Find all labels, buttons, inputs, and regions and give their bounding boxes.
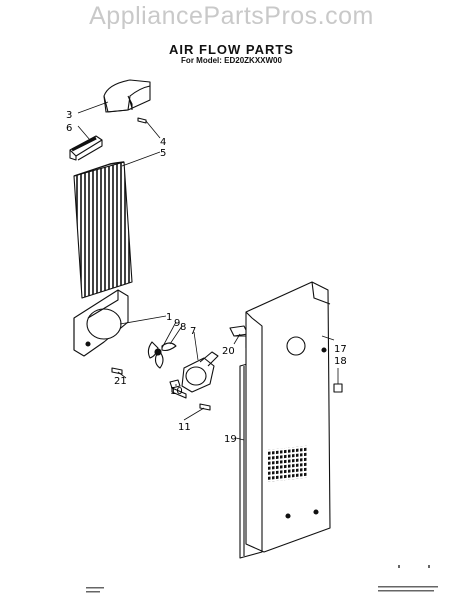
callout-21: 21 [114, 376, 127, 387]
grommet-part-10 [169, 379, 181, 389]
screw-part-21 [111, 367, 123, 375]
watermark: AppliancePartsPros.com [89, 2, 374, 30]
page-title: AIR FLOW PARTS [169, 42, 294, 57]
leader-lines [77, 101, 339, 441]
callout-3: 3 [66, 110, 72, 121]
callout-11: 11 [178, 422, 191, 433]
footer-marks [86, 565, 438, 593]
fan-blade-part [147, 341, 177, 369]
screw-part-18 [333, 383, 343, 393]
duct-cover-part [103, 79, 151, 113]
model-subtitle: For Model: ED20ZKXXW00 [181, 56, 282, 65]
screw-part-4 [137, 117, 147, 124]
callout-20: 20 [222, 346, 235, 357]
callout-6: 6 [66, 123, 72, 134]
callout-7: 7 [190, 326, 196, 337]
callout-4: 4 [160, 137, 166, 148]
evaporator-cover-part [73, 161, 133, 299]
rear-panel-part [245, 281, 331, 553]
callout-1: 1 [166, 312, 172, 323]
callout-10: 10 [170, 386, 183, 397]
callout-19: 19 [224, 434, 237, 445]
callout-8: 8 [180, 322, 186, 333]
callout-5: 5 [160, 148, 166, 159]
fan-motor-part [171, 351, 219, 399]
grille-insert-part [69, 135, 103, 161]
callout-9: 9 [174, 318, 180, 329]
callout-labels: 3 6 4 5 1 9 8 7 20 17 18 21 10 11 19 [66, 110, 347, 445]
gasket-part-20 [229, 325, 249, 348]
callout-18: 18 [334, 356, 347, 367]
fan-shroud-part [73, 289, 129, 357]
callout-17: 17 [334, 344, 347, 355]
